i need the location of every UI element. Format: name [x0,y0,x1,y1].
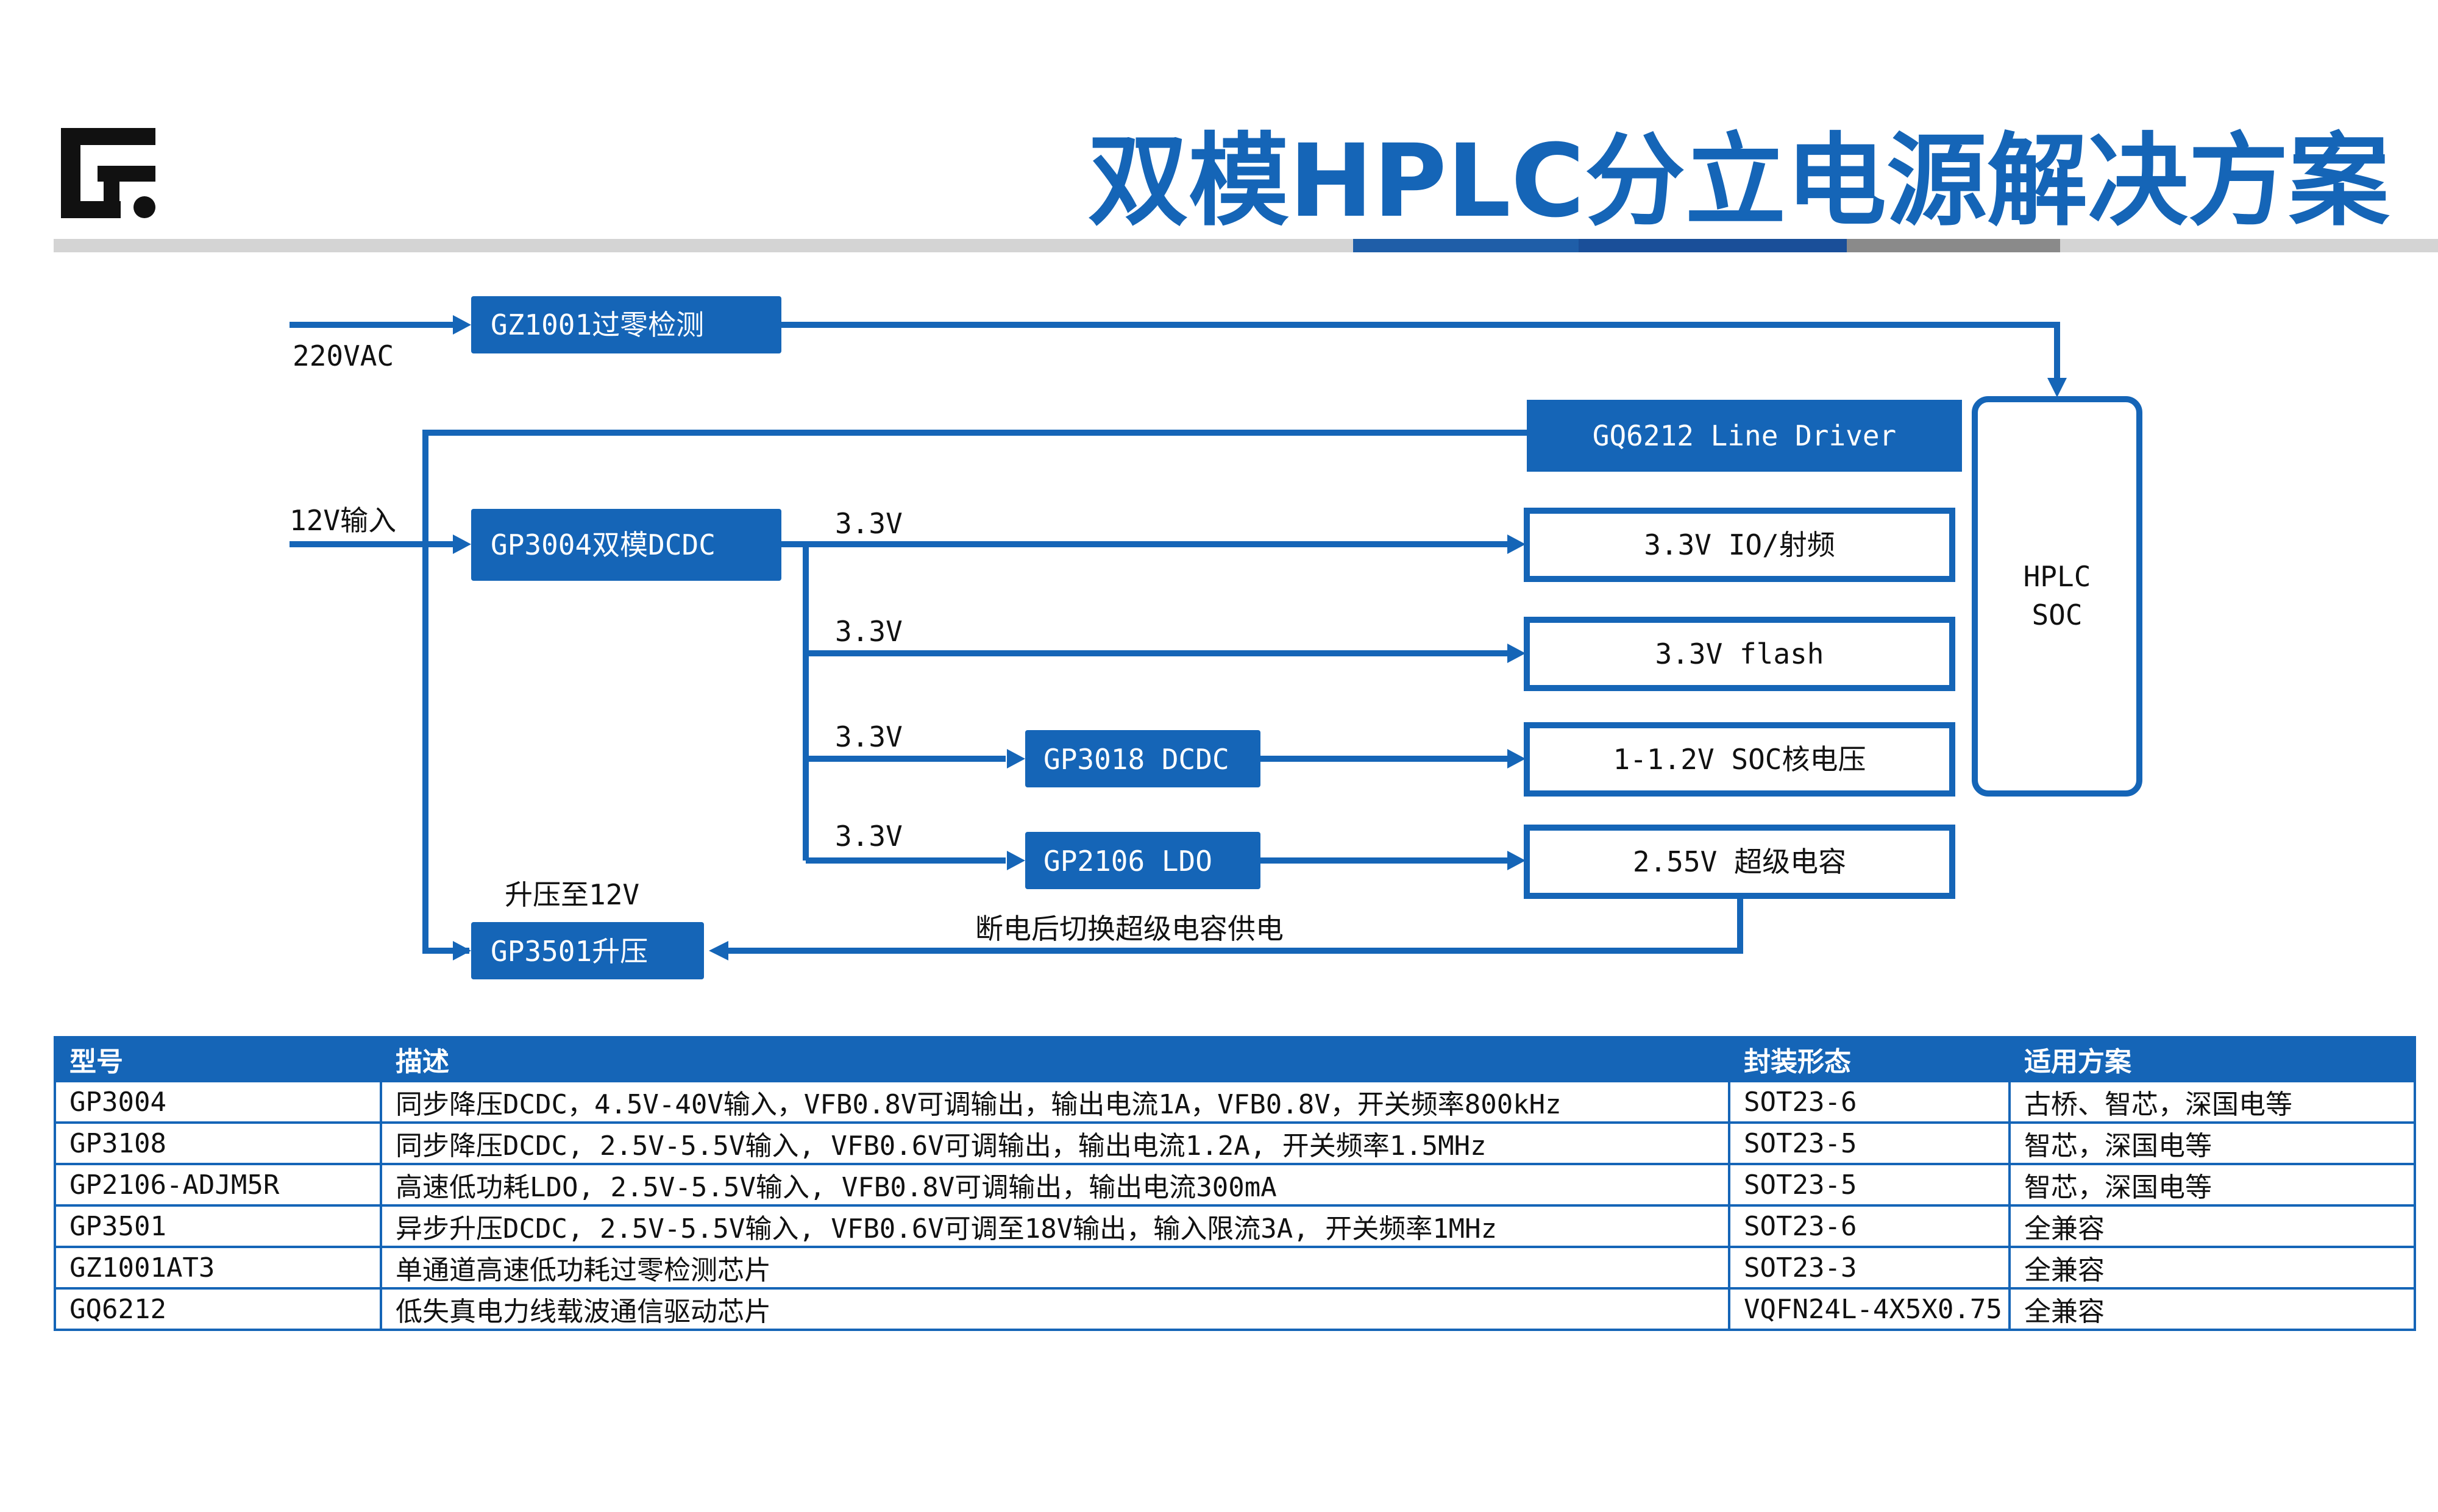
arrow-head [1507,851,1526,870]
gz1001-label: GZ1001过零检测 [491,308,704,341]
output-soc-core-label: 1-1.2V SOC核电压 [1613,743,1866,776]
arrow-head [1007,851,1025,870]
input-220vac-label: 220VAC [293,339,394,372]
gp2106-label: GP2106 LDO [1043,845,1212,878]
cell-model: GP2106-ADJM5R [54,1163,382,1207]
header-accent-bar [1579,239,1847,252]
table-row: GP3004 同步降压DCDC，4.5V-40V输入，VFB0.8V可调输出，输… [54,1080,2416,1124]
output-io-box [1524,508,1955,582]
rail-label: 3.3V [835,507,903,540]
parts-table: 型号 描述 封装形态 适用方案 GP3004 同步降压DCDC，4.5V-40V… [54,1036,2416,1331]
cell-model: GP3108 [54,1121,382,1165]
input-12v-label: 12V输入 [290,504,396,537]
arrow-head [453,941,471,960]
boost-label: 升压至12V [505,878,639,911]
brand-logo-icon [61,128,155,218]
cell-description: 高速低功耗LDO, 2.5V-5.5V输入, VFB0.8V可调输出，输出电流3… [380,1163,1730,1207]
header-description: 描述 [380,1036,1730,1082]
cell-solution: 智芯，深国电等 [2008,1163,2416,1207]
output-supercap-label: 2.55V 超级电容 [1633,845,1846,878]
header-model: 型号 [54,1036,382,1082]
cell-package: SOT23-6 [1728,1080,2011,1124]
gp3018-box [1025,730,1260,787]
hplc-soc-label-line1: HPLC [2024,560,2091,593]
table-row: GP3501 异步升压DCDC, 2.5V-5.5V输入, VFB0.6V可调至… [54,1204,2416,1248]
cell-package: SOT23-6 [1728,1204,2011,1248]
arrow-head [709,941,728,960]
output-flash-box [1524,617,1955,691]
cell-description: 异步升压DCDC, 2.5V-5.5V输入, VFB0.6V可调至18V输出，输… [380,1204,1730,1248]
arrow-head [1507,749,1526,768]
cell-solution: 全兼容 [2008,1246,2416,1290]
output-supercap-box [1524,825,1955,899]
output-flash-label: 3.3V flash [1655,637,1824,670]
table-header-row: 型号 描述 封装形态 适用方案 [54,1036,2416,1082]
cell-model: GP3501 [54,1204,382,1248]
table-row: GZ1001AT3 单通道高速低功耗过零检测芯片 SOT23-3 全兼容 [54,1246,2416,1290]
gq6212-label: GQ6212 Line Driver [1593,419,1897,452]
arrow-head [1507,644,1526,663]
arrow-head [453,315,471,335]
header-solution: 适用方案 [2008,1036,2416,1082]
rail-label: 3.3V [835,720,903,753]
arrow-head [1007,749,1025,768]
header-accent-bar [1847,239,2060,252]
header-package: 封装形态 [1728,1036,2011,1082]
cell-description: 同步降压DCDC, 2.5V-5.5V输入, VFB0.6V可调输出，输出电流1… [380,1121,1730,1165]
gp3501-label: GP3501升压 [491,935,648,968]
arrow-heads [453,315,2067,960]
cell-solution: 全兼容 [2008,1287,2416,1331]
hplc-soc-label-line2: SOC [2031,598,2082,631]
page-title: 双模HPLC分立电源解决方案 [1087,122,2389,240]
output-soc-core-box [1524,722,1955,797]
table-row: GP3108 同步降压DCDC, 2.5V-5.5V输入, VFB0.6V可调输… [54,1121,2416,1165]
cell-description: 同步降压DCDC，4.5V-40V输入，VFB0.8V可调输出，输出电流1A，V… [380,1080,1730,1124]
cell-model: GZ1001AT3 [54,1246,382,1290]
table-row: GQ6212 低失真电力线载波通信驱动芯片 VQFN24L-4X5X0.75 全… [54,1287,2416,1331]
header-accent-bar [1353,239,1579,252]
rail-label: 3.3V [835,820,903,853]
cell-description: 单通道高速低功耗过零检测芯片 [380,1246,1730,1290]
cell-solution: 智芯，深国电等 [2008,1121,2416,1165]
cell-package: SOT23-5 [1728,1163,2011,1207]
gq6212-box [1527,400,1962,472]
cell-package: SOT23-3 [1728,1246,2011,1290]
gp3501-box [471,922,704,979]
cell-model: GQ6212 [54,1287,382,1331]
hplc-soc-box [1972,396,2142,797]
arrow-head [453,534,471,554]
gz1001-box [471,296,781,353]
cell-model: GP3004 [54,1080,382,1124]
gp3004-label: GP3004双模DCDC [491,528,716,561]
arrow-head [1507,534,1526,554]
output-io-label: 3.3V IO/射频 [1644,528,1835,561]
gp3004-box [471,509,781,581]
arrow-head [2047,378,2067,397]
connection-wires [290,322,2060,954]
cell-package: SOT23-5 [1728,1121,2011,1165]
cell-package: VQFN24L-4X5X0.75 [1728,1287,2011,1331]
gp2106-box [1025,832,1260,889]
switch-label: 断电后切换超级电容供电 [975,912,1284,945]
power-block-diagram: GZ1001过零检测 GQ6212 Line Driver GP3004双模DC… [290,296,2142,979]
cell-description: 低失真电力线载波通信驱动芯片 [380,1287,1730,1331]
table-row: GP2106-ADJM5R 高速低功耗LDO, 2.5V-5.5V输入, VFB… [54,1163,2416,1207]
cell-solution: 古桥、智芯，深国电等 [2008,1080,2416,1124]
rail-label: 3.3V [835,615,903,648]
gp3018-label: GP3018 DCDC [1043,743,1229,776]
cell-solution: 全兼容 [2008,1204,2416,1248]
